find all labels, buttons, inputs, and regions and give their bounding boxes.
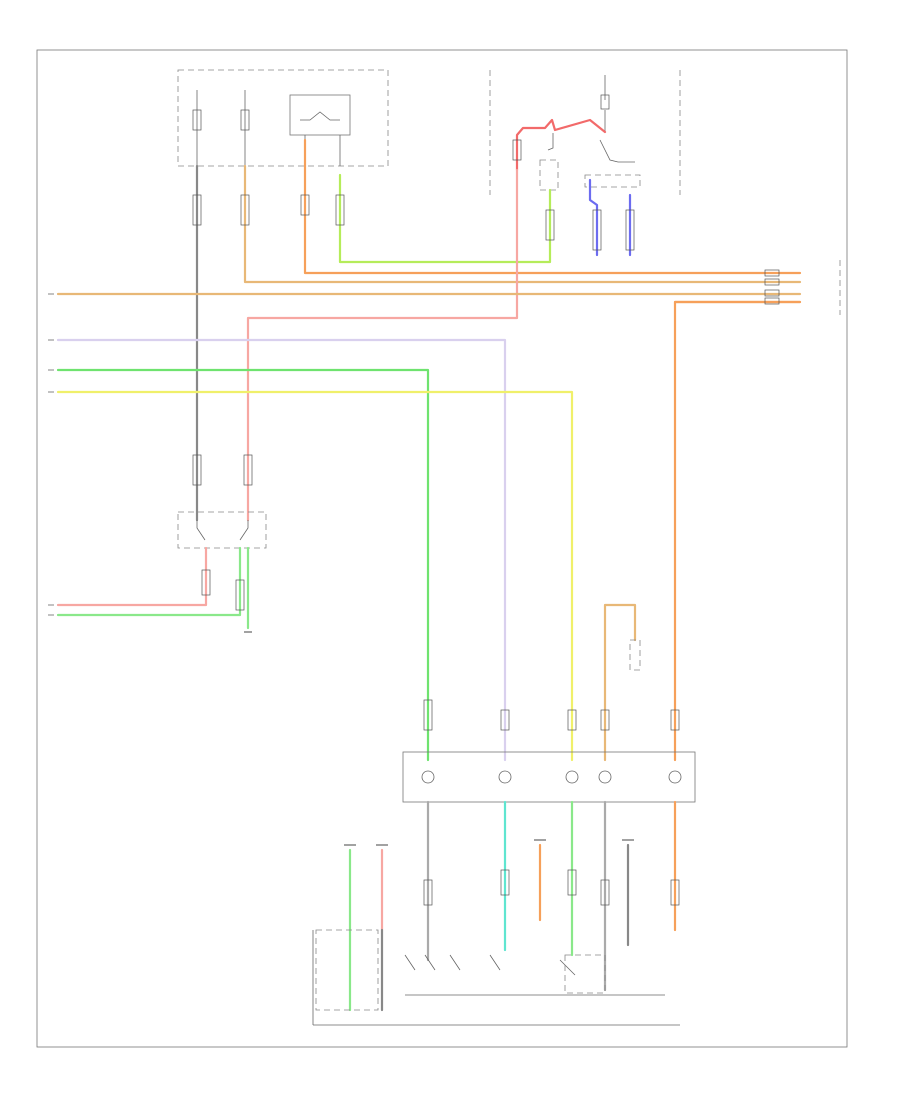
relay — [289, 94, 351, 136]
module-pin-2 — [498, 770, 512, 784]
left-edge-markers — [48, 293, 54, 616]
switch-housing — [584, 174, 641, 188]
middle-switch — [177, 511, 267, 549]
bottom-right-housing — [564, 954, 606, 994]
control-module — [402, 751, 696, 803]
ground-symbols — [344, 839, 634, 846]
fuse-1 — [192, 109, 202, 131]
module-pin-5 — [668, 770, 682, 784]
fuse-block-outline — [177, 69, 389, 167]
switch-fuse — [600, 94, 610, 110]
wire-orange-right — [673, 300, 802, 762]
wire-pink-lower — [56, 546, 208, 607]
wire-red-top — [515, 118, 607, 172]
diagram-frame — [36, 49, 848, 1048]
module-pin-4 — [598, 770, 612, 784]
switch-housing-left — [539, 159, 559, 191]
fuse-2 — [240, 109, 250, 131]
wire-pink — [246, 168, 519, 522]
switch-contact — [599, 139, 619, 163]
bus-terminals — [764, 260, 841, 315]
module-pin-1 — [421, 770, 435, 784]
module-pin-3 — [565, 770, 579, 784]
middle-switch-outline — [177, 511, 267, 549]
wire-yelloworange-loop — [603, 603, 637, 762]
bottom-left-housing — [315, 929, 379, 1011]
wire-yelloworange-fuse2 — [243, 164, 802, 284]
fuse-relay-block — [177, 69, 389, 167]
wire-lightgreen-relay — [338, 173, 552, 264]
connector-markers — [192, 139, 680, 906]
loop-component — [629, 639, 641, 671]
wire-yellow — [56, 390, 574, 762]
wire-blue-1 — [588, 178, 599, 257]
relay-switch — [300, 111, 340, 121]
wire-green-lower — [56, 546, 242, 617]
control-module-box — [402, 751, 696, 803]
wire-violet — [56, 338, 507, 762]
wire-orange-relay — [303, 138, 802, 275]
wire-green — [56, 368, 430, 762]
bottom-switch-bank — [312, 929, 680, 1026]
top-switch-assembly — [539, 75, 641, 191]
